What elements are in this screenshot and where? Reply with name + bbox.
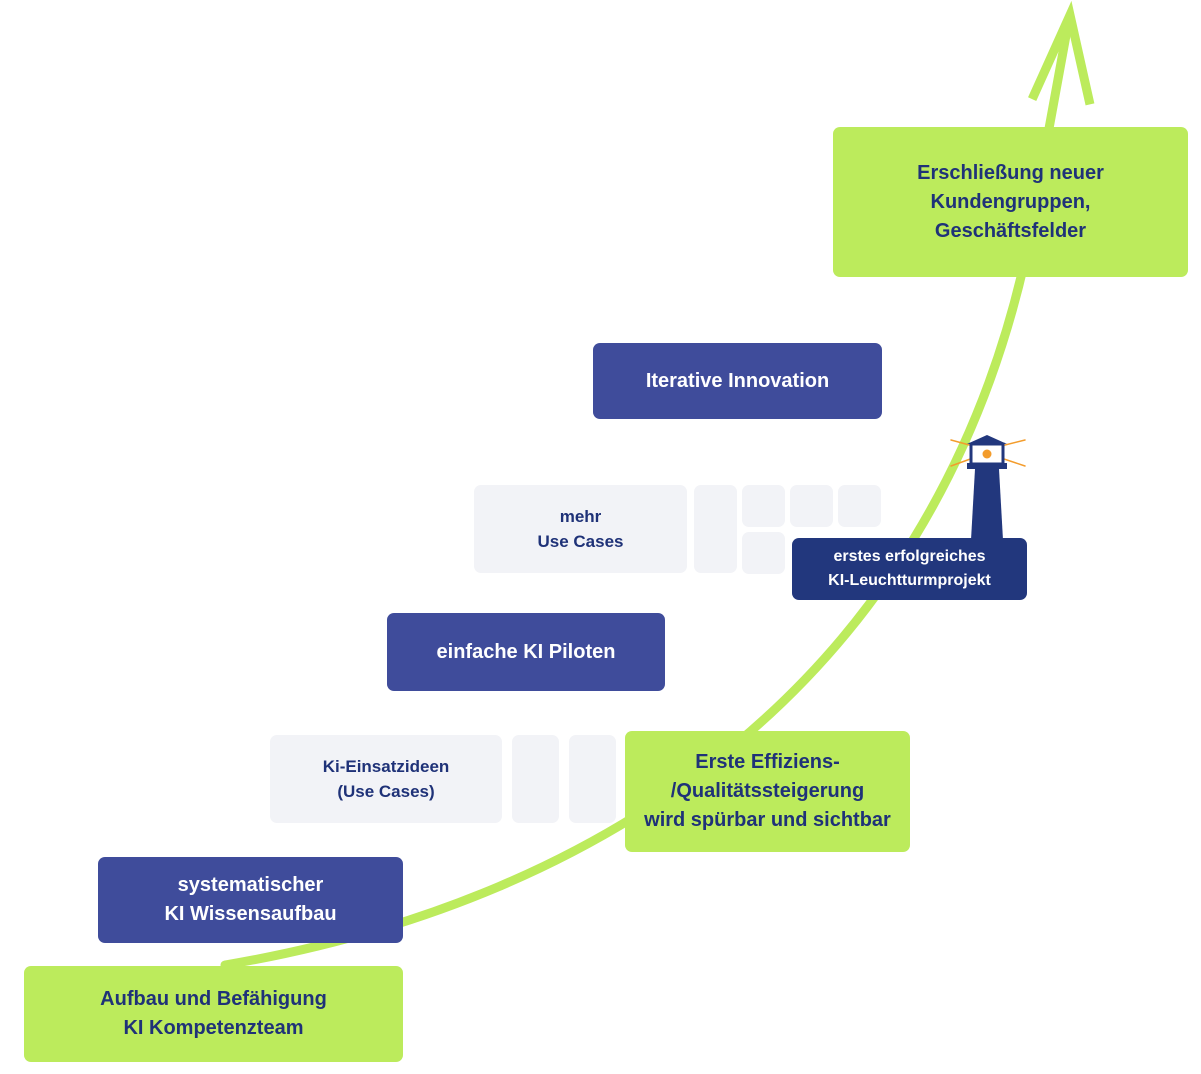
step-wissensaufbau: systematischer KI Wissensaufbau [98, 857, 403, 943]
step-innovation-label: Iterative Innovation [645, 369, 830, 392]
step-wissen-line-1: systematischer [177, 874, 324, 896]
step-usecases-line-2: Use Cases [537, 532, 624, 551]
step-aufbau-line-1: Aufbau und Befähigung [100, 988, 327, 1010]
step-effizienz-line-2: /Qualitätssteigerung [670, 780, 865, 802]
step-effizienz-line-1: Erste Effiziens- [695, 751, 840, 773]
use-case-tile [838, 485, 881, 527]
step-kunden-line-1: Erschließung neuer [917, 161, 1104, 184]
idea-tile [512, 735, 559, 823]
step-kunden-line-3: Geschäftsfelder [934, 219, 1087, 242]
use-case-tile [790, 485, 833, 527]
step-usecases-line-1: mehr [559, 506, 602, 526]
growth-arrow-icon [1028, 0, 1095, 106]
lighthouse-icon [950, 435, 1026, 540]
step-iterative-innovation: Iterative Innovation [593, 343, 882, 419]
use-case-tile [742, 532, 785, 574]
step-effizienz-line-3: wird spürbar und sichtbar [644, 809, 891, 831]
step-piloten-label: einfache KI Piloten [436, 640, 616, 663]
step-kunden-line-2: Kundengruppen, [930, 190, 1091, 213]
step-neue-kundengruppen: Erschließung neuer Kundengruppen, Geschä… [833, 127, 1188, 277]
step-ki-piloten: einfache KI Piloten [387, 613, 665, 691]
idea-tile [569, 735, 616, 823]
use-case-tile [742, 485, 785, 527]
step-ideen-line-2: (Use Cases) [337, 782, 435, 801]
step-ideen-line-1: Ki-Einsatzideen [322, 756, 450, 776]
step-leuchtturmprojekt: erstes erfolgreiches KI-Leuchtturmprojek… [792, 538, 1027, 600]
step-leuchtturm-line-2: KI-Leuchtturmprojekt [828, 572, 991, 589]
step-einsatzideen: Ki-Einsatzideen (Use Cases) [270, 735, 502, 823]
step-mehr-use-cases: mehr Use Cases [474, 485, 687, 573]
step-leuchtturm-line-1: erstes erfolgreiches [833, 548, 986, 565]
step-aufbau-kompetenzteam: Aufbau und Befähigung KI Kompetenzteam [24, 966, 403, 1062]
use-case-tile [694, 485, 737, 573]
step-aufbau-line-2: KI Kompetenzteam [123, 1017, 304, 1039]
step-effizienzsteigerung: Erste Effiziens- /Qualitätssteigerung wi… [625, 731, 910, 852]
step-wissen-line-2: KI Wissensaufbau [164, 903, 337, 925]
